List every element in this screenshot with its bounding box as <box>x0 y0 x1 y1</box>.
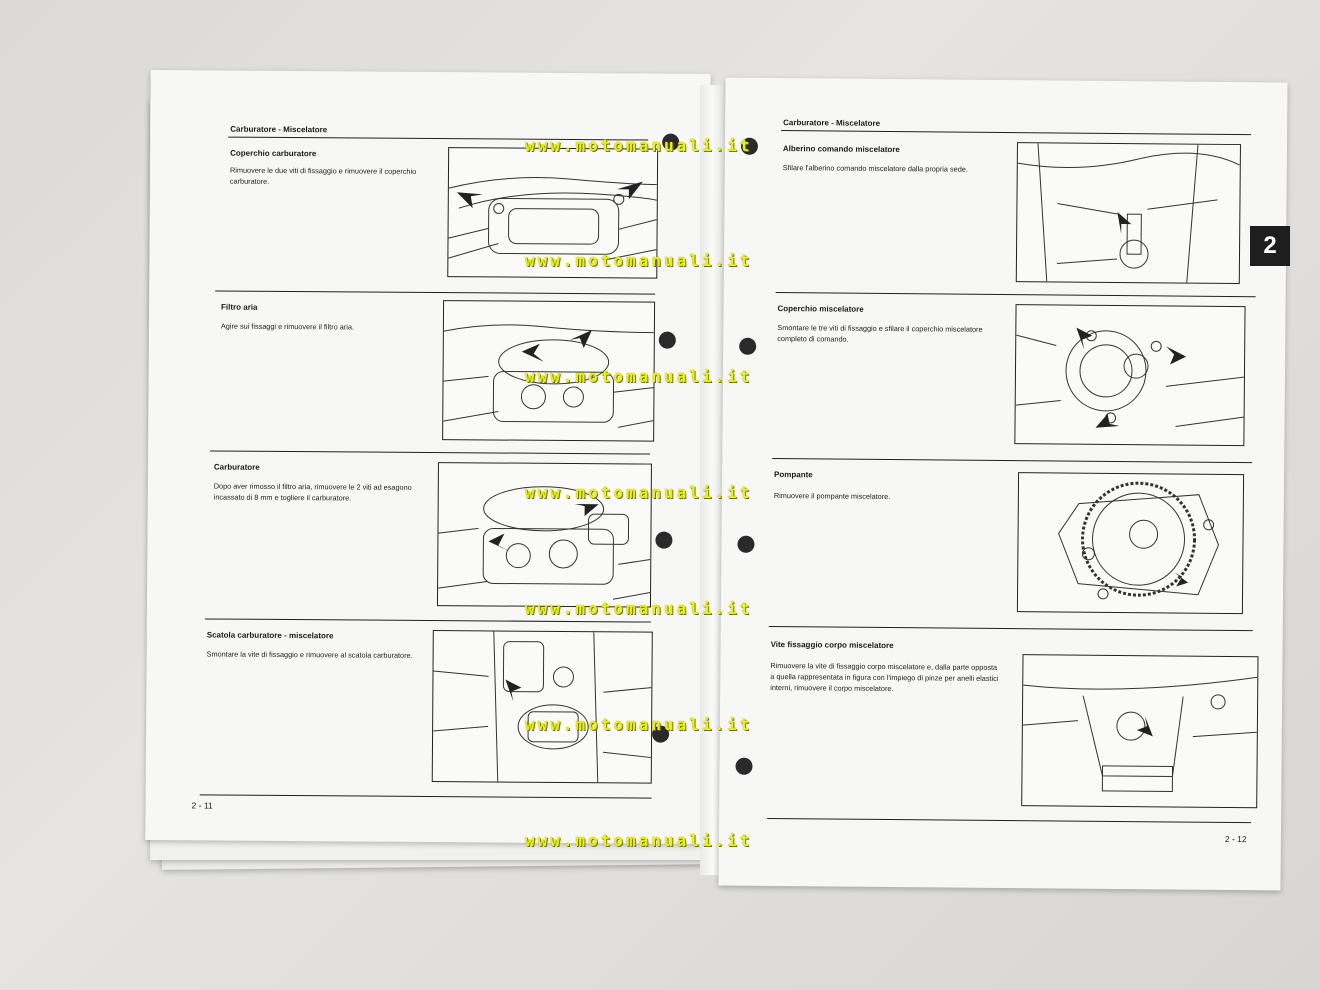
section-title: Coperchio carburatore <box>230 148 317 159</box>
figure-alberino-comando <box>1015 142 1241 285</box>
figure-vite-corpo-miscelatore <box>1021 654 1259 809</box>
binder-hole <box>737 535 755 553</box>
watermark: www.motomanuali.it <box>525 599 753 618</box>
section-title: Carburatore <box>213 462 260 472</box>
section-text: Agire sui fissaggi e rimuovere il filtro… <box>220 321 354 332</box>
watermark: www.motomanuali.it <box>525 136 753 155</box>
section-title: Vite fissaggio corpo miscelatore <box>770 639 894 651</box>
section-title: Filtro aria <box>221 302 258 312</box>
figure-filtro-aria <box>442 300 656 442</box>
section-title: Scatola carburatore - miscelatore <box>206 630 334 641</box>
page-number: 2 - 12 <box>1224 833 1247 845</box>
page-header: Carburatore - Miscelatore <box>783 118 881 128</box>
binder-hole <box>655 531 673 549</box>
watermark: www.motomanuali.it <box>525 715 753 734</box>
figure-carburatore <box>436 462 652 608</box>
right-page: Carburatore - Miscelatore Alberino coman… <box>718 77 1288 891</box>
watermark: www.motomanuali.it <box>525 251 753 270</box>
section-title: Coperchio miscelatore <box>777 304 864 314</box>
divider <box>767 817 1252 824</box>
figure-coperchio-miscelatore <box>1014 304 1246 447</box>
binder-hole <box>739 337 757 355</box>
section-text: Sfilare l'alberino comando miscelatore d… <box>782 163 968 174</box>
section-title: Pompante <box>774 470 813 480</box>
figure-scatola-carburatore <box>431 630 653 784</box>
binder-hole <box>735 757 753 775</box>
section-text: Rimuovere la vite di fissaggio corpo mis… <box>770 660 999 694</box>
divider <box>204 618 651 623</box>
section-text: Smontare le tre viti di fissaggio e sfil… <box>777 323 983 344</box>
section-text: Rimuovere le due viti di fissaggio e rim… <box>229 165 417 186</box>
divider <box>772 457 1253 464</box>
divider <box>775 292 1256 298</box>
page-header: Carburatore - Miscelatore <box>230 124 328 135</box>
section-title: Alberino comando miscelatore <box>782 144 900 155</box>
divider <box>768 625 1253 632</box>
divider <box>199 794 652 799</box>
section-text: Smontare la vite di fissaggio e rimuover… <box>206 649 413 660</box>
binder-hole <box>658 331 676 349</box>
divider <box>781 130 1252 136</box>
section-text: Rimuovere il pompante miscelatore. <box>773 491 891 502</box>
figure-pompante <box>1016 472 1245 615</box>
divider <box>215 290 656 295</box>
left-page: Carburatore - Miscelatore Coperchio carb… <box>145 70 711 844</box>
page-number: 2 - 11 <box>191 800 213 811</box>
chapter-tab: 2 <box>1250 226 1290 266</box>
figure-coperchio-carburatore <box>447 147 659 279</box>
watermark: www.motomanuali.it <box>525 367 753 386</box>
divider <box>210 450 651 455</box>
section-text: Dopo aver rimosso il filtro aria, rimuov… <box>213 481 412 503</box>
watermark: www.motomanuali.it <box>525 483 753 502</box>
watermark: www.motomanuali.it <box>525 831 753 850</box>
